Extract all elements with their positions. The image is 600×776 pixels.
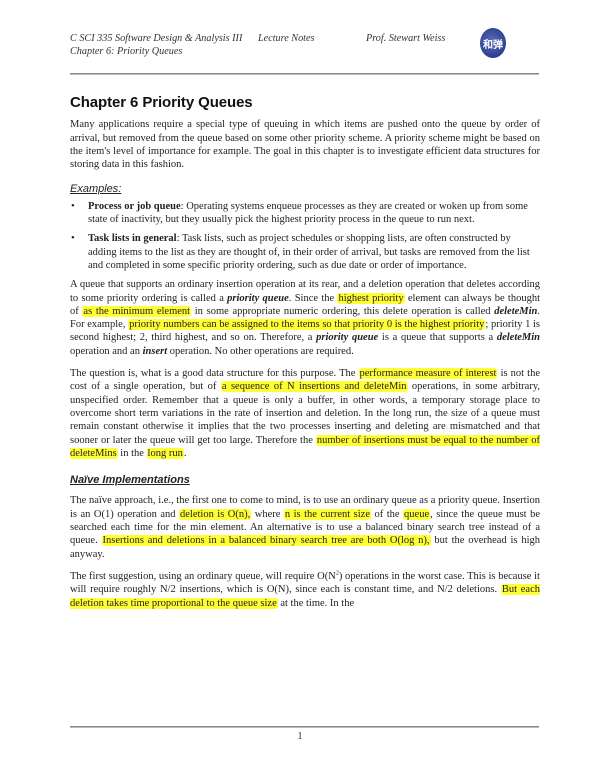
footer-divider [70, 726, 539, 728]
list-item-text: : Task lists, such as project schedules … [88, 233, 530, 271]
page-title: Chapter 6 Priority Queues [70, 94, 253, 111]
list-item-text: : Operating systems enqueue processes as… [88, 200, 528, 226]
text-run: ; priority 1 is second highest; 2, third… [70, 319, 541, 344]
highlight: performance measure of interest [358, 368, 498, 380]
text-run: The first suggestion, using an ordinary … [70, 570, 336, 582]
highlight: queue [403, 508, 431, 520]
text-run: of the [371, 508, 404, 520]
term-deletemin: deleteMin [496, 332, 541, 344]
highlight: long run [146, 447, 184, 459]
list-item: Task lists in general: Task lists, such … [70, 232, 540, 272]
text-run: operation and an [70, 345, 143, 357]
text-run: where [251, 508, 284, 520]
logo-icon: 和弹 [480, 28, 506, 58]
chapter-subtitle: Chapter 6: Priority Queues [70, 46, 183, 57]
text-run: is a queue that supports a [378, 332, 497, 344]
text-run: , since the queue must be searched each … [70, 508, 540, 547]
highlight: a sequence of N insertions and deleteMin [220, 381, 408, 393]
text-run: operation. No other operations are requi… [167, 345, 354, 357]
page-header: C SCI 335 Software Design & Analysis III… [70, 32, 540, 58]
superscript: 2 [335, 570, 339, 577]
term-deletemin: deleteMin [494, 305, 538, 317]
header-divider [70, 73, 539, 75]
text-run: but the overhead is high anyway. [70, 535, 540, 560]
highlight: as the minimum element [82, 305, 192, 317]
course-title: C SCI 335 Software Design & Analysis III [70, 33, 243, 44]
text-run: . [183, 447, 187, 459]
lecture-notes-label: Lecture Notes [258, 33, 315, 44]
highlight: Insertions and deletions in a balanced b… [101, 535, 431, 547]
professor-name: Prof. Stewart Weiss [366, 33, 446, 44]
list-item-term: Task lists in general [88, 233, 177, 245]
highlight: highest priority [337, 292, 405, 304]
intro-paragraph: Many applications require a special type… [70, 119, 540, 171]
term-insert: insert [142, 345, 168, 357]
text-run: element can always be thought of [70, 292, 540, 317]
text-run: The question is, what is a good data str… [70, 368, 359, 380]
highlight: deletion is O(n), [179, 508, 252, 520]
highlight: n is the current size [283, 508, 371, 520]
text-run: in the [117, 447, 147, 459]
text-run: A queue that supports an ordinary insert… [70, 279, 540, 304]
logo-text: 和弹 [483, 39, 503, 51]
worst-case-paragraph: The first suggestion, using an ordinary … [70, 570, 540, 610]
priority-queue-definition-paragraph: A queue that supports an ordinary insert… [70, 278, 540, 358]
examples-heading: Examples: [70, 183, 122, 196]
text-run: operations, in some arbitrary, unspecifi… [70, 381, 541, 446]
text-run: . For example, [70, 305, 540, 331]
text-run: at the time. In the [277, 597, 355, 609]
term-priority-queue: priority queue [227, 292, 289, 304]
text-run: is not the cost of a single operation, b… [70, 368, 541, 393]
text-run: in some appropriate numeric ordering, th… [191, 305, 495, 317]
term-priority-queue: priority queue [316, 332, 379, 344]
naive-implementations-heading: Naïve Implementations [70, 474, 190, 487]
examples-list: Process or job queue: Operating systems … [70, 200, 540, 272]
text-run: The naïve approach, i.e., the first one … [70, 495, 540, 520]
page-number: 1 [297, 731, 303, 742]
text-run: . Since the [288, 292, 338, 304]
performance-paragraph: The question is, what is a good data str… [70, 367, 540, 460]
naive-approach-paragraph: The naïve approach, i.e., the first one … [70, 494, 540, 560]
list-item: Process or job queue: Operating systems … [70, 200, 540, 227]
list-item-term: Process or job queue [88, 200, 181, 212]
highlight: priority numbers can be assigned to the … [128, 319, 486, 331]
document-body: Chapter 6 Priority Queues Many applicati… [70, 94, 540, 619]
text-run: ) operations in the worst case. This is … [70, 570, 540, 596]
